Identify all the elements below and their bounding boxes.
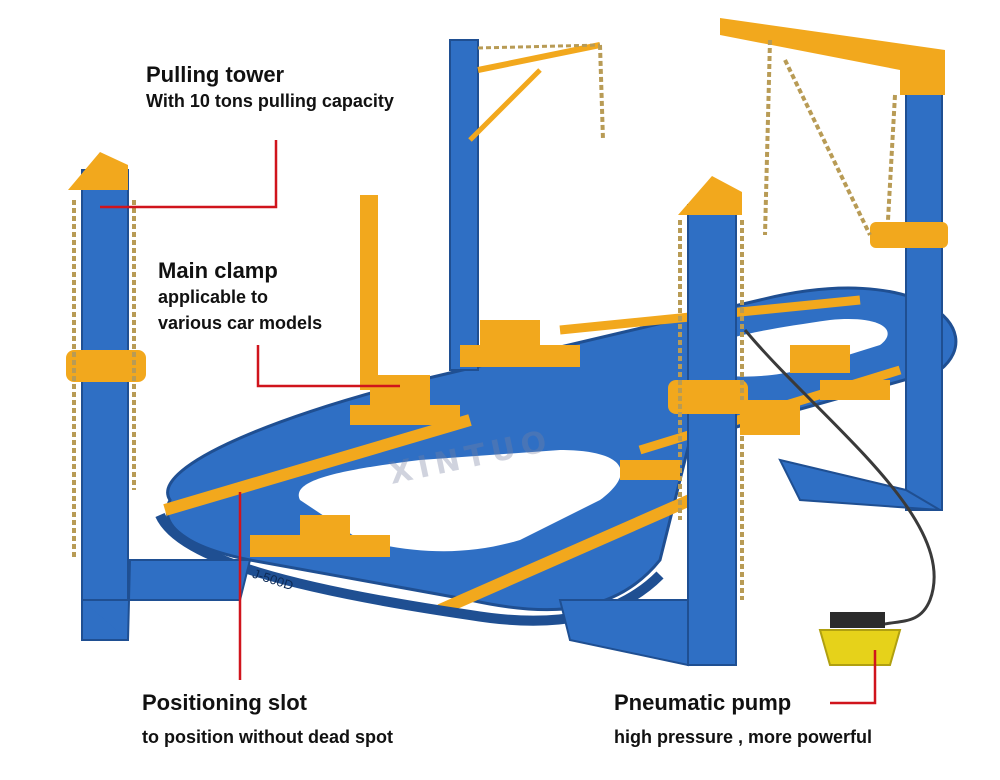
leader-lines — [100, 140, 877, 705]
label-main-clamp-title: Main clamp — [158, 258, 278, 283]
label-pneumatic-pump-title: Pneumatic pump — [614, 690, 792, 715]
center-tower — [360, 39, 605, 390]
left-post — [66, 152, 252, 641]
label-main-clamp-sub2: various car models — [158, 313, 323, 333]
label-positioning-slot-title: Positioning slot — [142, 690, 307, 715]
front-post — [558, 176, 748, 667]
platform — [155, 286, 958, 626]
clamps — [250, 320, 890, 557]
leader-pulling-tower — [100, 140, 278, 209]
right-tower — [720, 18, 948, 511]
label-main-clamp: Main clamp applicable to various car mod… — [158, 258, 322, 336]
label-positioning-slot: Positioning slot to position without dea… — [142, 690, 393, 750]
leader-pneumatic-pump — [830, 650, 877, 705]
label-pulling-tower: Pulling tower With 10 tons pulling capac… — [146, 62, 394, 114]
label-pneumatic-pump-sub: high pressure , more powerful — [614, 727, 873, 747]
label-pulling-tower-sub: With 10 tons pulling capacity — [146, 91, 394, 111]
label-pneumatic-pump: Pneumatic pump high pressure , more powe… — [614, 690, 872, 750]
leader-main-clamp — [256, 345, 400, 388]
label-main-clamp-sub1: applicable to — [158, 287, 269, 307]
label-pulling-tower-title: Pulling tower — [146, 62, 285, 87]
label-positioning-slot-sub: to position without dead spot — [142, 727, 393, 747]
pneumatic-pump — [743, 329, 936, 666]
